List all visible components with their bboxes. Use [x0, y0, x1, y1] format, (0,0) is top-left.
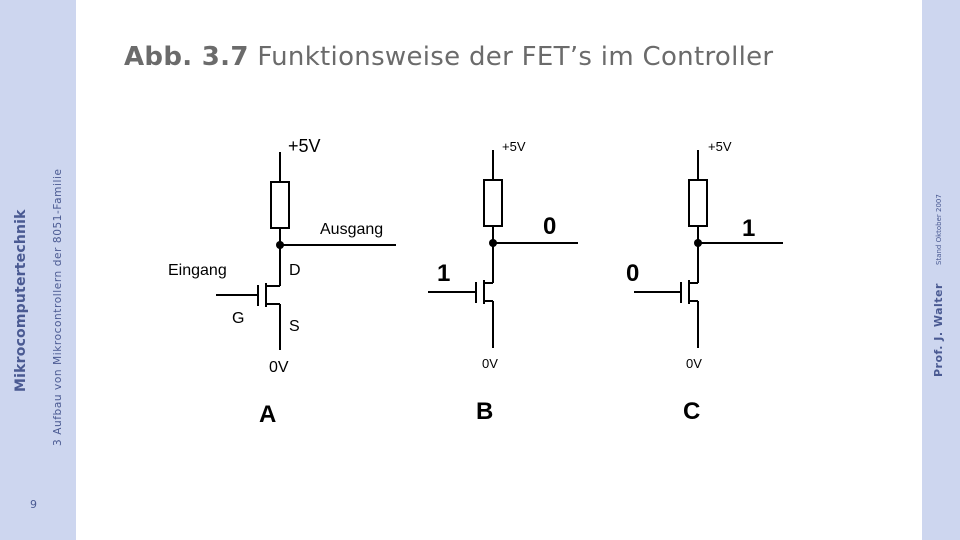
circuit-b — [428, 150, 578, 348]
caption-a: A — [259, 401, 276, 428]
supply-label-c: +5V — [708, 139, 732, 154]
ground-label-b: 0V — [482, 356, 498, 371]
figure-number: Abb. 3.7 — [124, 42, 249, 72]
drain-label-a: D — [289, 262, 301, 279]
figure-caption: Funktionsweise der FET’s im Controller — [257, 42, 774, 72]
input-value-c: 0 — [626, 260, 639, 287]
resistor-b — [483, 179, 503, 227]
junction-dot-b — [489, 239, 497, 247]
output-label-a: Ausgang — [320, 221, 383, 238]
circuit-c — [634, 150, 783, 348]
ground-label-c: 0V — [686, 356, 702, 371]
resistor-a — [270, 181, 290, 229]
circuit-a — [216, 152, 396, 350]
source-label-a: S — [289, 318, 300, 335]
input-label-a: Eingang — [168, 262, 227, 279]
resistor-c — [688, 179, 708, 227]
right-sidebar — [922, 0, 960, 540]
supply-label-a: +5V — [288, 136, 321, 156]
gate-label-a: G — [232, 310, 244, 327]
slide-title: Abb. 3.7 Funktionsweise der FET’s im Con… — [124, 42, 773, 72]
input-value-b: 1 — [437, 260, 450, 287]
left-sidebar — [0, 0, 76, 540]
caption-c: C — [683, 398, 700, 425]
ground-label-a: 0V — [269, 359, 289, 376]
junction-dot-a — [276, 241, 284, 249]
output-value-b: 0 — [543, 213, 556, 240]
output-value-c: 1 — [742, 215, 755, 242]
page-number: 9 — [30, 498, 37, 511]
caption-b: B — [476, 398, 493, 425]
junction-dot-c — [694, 239, 702, 247]
supply-label-b: +5V — [502, 139, 526, 154]
